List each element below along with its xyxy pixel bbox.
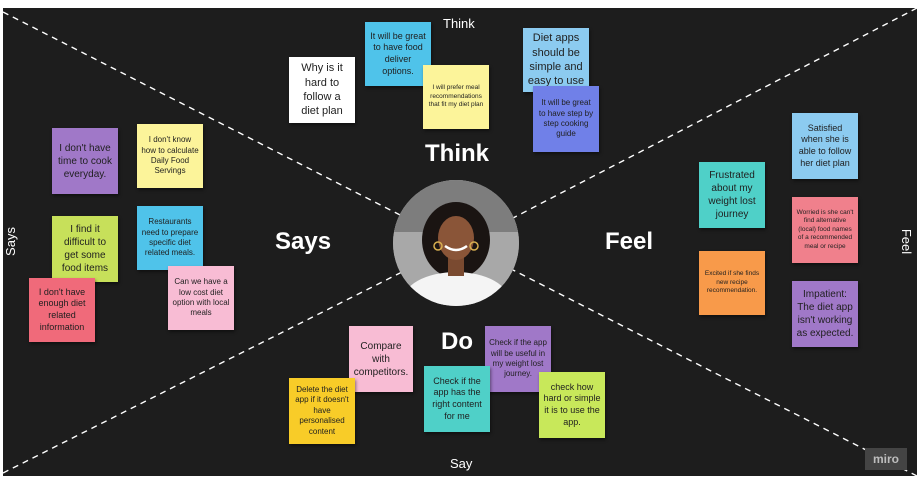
- divider-top-right: [512, 8, 917, 219]
- edge-label-top: Think: [443, 16, 475, 31]
- sticky-note-think-2[interactable]: It will be great to have food deliver op…: [365, 22, 431, 86]
- quadrant-label-do: Do: [441, 328, 473, 355]
- person-portrait-icon: [393, 180, 519, 306]
- sticky-note-says-6[interactable]: Can we have a low cost diet option with …: [168, 266, 234, 330]
- divider-bottom-right: [512, 269, 917, 476]
- sticky-note-think-1[interactable]: Why is it hard to follow a diet plan: [289, 57, 355, 123]
- sticky-note-do-4[interactable]: Check if the app has the right content f…: [424, 366, 490, 432]
- miro-logo: miro: [865, 448, 907, 470]
- persona-avatar[interactable]: [393, 180, 519, 306]
- sticky-note-feel-3[interactable]: Worried is she can't find alternative (l…: [792, 197, 858, 263]
- board-canvas[interactable]: Think Say Says Feel Think Says Feel Do W…: [3, 8, 917, 476]
- sticky-note-think-5[interactable]: It will be great to have step by step co…: [533, 86, 599, 152]
- divider-top-left: [3, 11, 407, 219]
- sticky-note-do-3[interactable]: Delete the diet app if it doesn't have p…: [289, 378, 355, 444]
- divider-bottom-left: [3, 269, 407, 474]
- quadrant-label-says: Says: [275, 228, 332, 255]
- sticky-note-feel-5[interactable]: Impatient: The diet app isn't working as…: [792, 281, 858, 347]
- sticky-note-think-4[interactable]: Diet apps should be simple and easy to u…: [523, 28, 589, 92]
- sticky-note-says-4[interactable]: Restaurants need to prepare specific die…: [137, 206, 203, 270]
- sticky-note-do-1[interactable]: Compare with competitors.: [349, 326, 413, 392]
- sticky-note-feel-1[interactable]: Satisfied when she is able to follow her…: [792, 113, 858, 179]
- edge-label-bottom: Say: [450, 456, 473, 471]
- sticky-note-says-1[interactable]: I don't have time to cook everyday.: [52, 128, 118, 194]
- sticky-note-do-5[interactable]: check how hard or simple it is to use th…: [539, 372, 605, 438]
- quadrant-label-think: Think: [425, 140, 489, 167]
- sticky-note-says-5[interactable]: I don't have enough diet related informa…: [29, 278, 95, 342]
- quadrant-label-feel: Feel: [605, 228, 654, 255]
- quadrant-dividers: [3, 8, 917, 476]
- sticky-note-think-3[interactable]: I will prefer meal recommendations that …: [423, 65, 489, 129]
- sticky-note-says-3[interactable]: I find it difficult to get some food ite…: [52, 216, 118, 282]
- edge-label-right: Feel: [899, 228, 915, 255]
- sticky-note-says-2[interactable]: I don't know how to calculate Daily Food…: [137, 124, 203, 188]
- sticky-note-feel-4[interactable]: Excited if she finds new recipe recommen…: [699, 251, 765, 315]
- edge-label-left: Says: [3, 227, 18, 256]
- sticky-note-feel-2[interactable]: Frustrated about my weight lost journey: [699, 162, 765, 228]
